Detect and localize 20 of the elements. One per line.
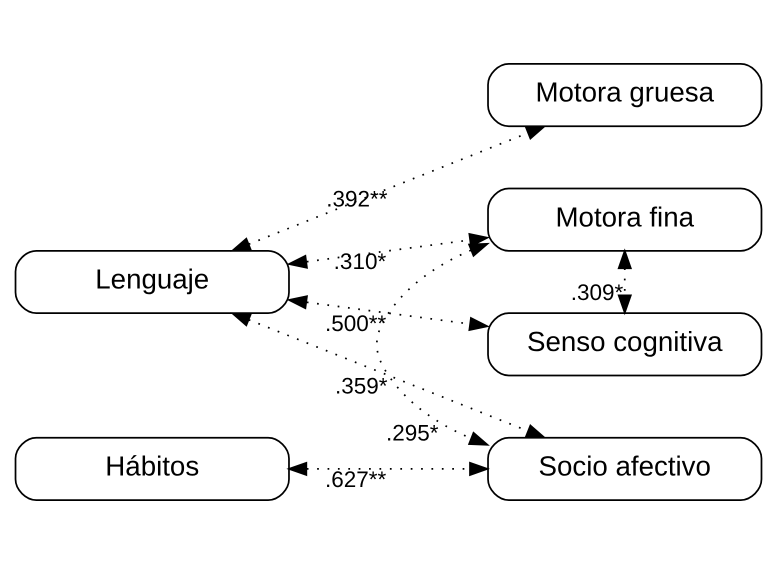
arrow <box>376 242 490 446</box>
node-box: Hábitos <box>14 436 290 501</box>
edge-label: .392** <box>326 186 388 212</box>
node-box: Lenguaje <box>14 250 290 314</box>
arrow <box>230 312 547 438</box>
arrow <box>286 462 490 476</box>
edge-label: .500** <box>324 311 386 336</box>
edge-label: .627** <box>324 466 386 492</box>
arrow <box>286 295 490 332</box>
edge-label: .295* <box>386 420 439 446</box>
arrow <box>230 126 547 252</box>
arrow <box>286 232 490 269</box>
edge-label: .310* <box>334 248 386 274</box>
edge-label: .359* <box>334 374 388 399</box>
edge-label: .309* <box>570 280 624 305</box>
node-box: Motora fina <box>487 188 762 252</box>
node-box: Senso cognitiva <box>487 312 762 376</box>
arrow <box>617 248 632 316</box>
node-box: Socio afectivo <box>487 436 762 501</box>
node-box: Motora gruesa <box>487 63 762 128</box>
